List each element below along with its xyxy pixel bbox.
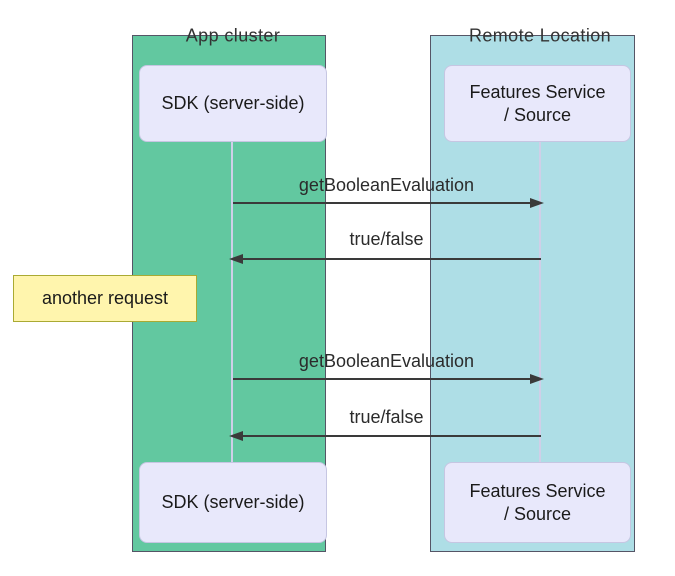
arrowhead-right-icon [530,198,544,208]
actor-sdk-top: SDK (server-side) [139,65,327,142]
arrowhead-left-icon [229,254,243,264]
sdk-lifeline [231,142,233,462]
actor-features-service-top-line2: / Source [503,104,572,125]
note-label: another request [41,288,169,308]
actor-features-service-bottom-line1: Features Service [469,480,606,501]
app-cluster-label: App cluster [185,25,281,46]
message-label-true-false-1: true/false [349,229,424,249]
message-arrow-right-1 [233,198,544,208]
actor-sdk-top-label: SDK (server-side) [161,93,305,113]
actor-sdk-bottom: SDK (server-side) [139,462,327,543]
actor-features-service-bottom: Features Service / Source [444,462,631,543]
message-arrow-left-1 [229,254,541,264]
message-arrow-left-2 [229,431,541,441]
message-label-get-boolean-evaluation-2: getBooleanEvaluation [298,351,475,371]
actor-features-service-top: Features Service / Source [444,65,631,142]
features-service-lifeline [539,142,541,462]
message-label-get-boolean-evaluation-1: getBooleanEvaluation [298,175,475,195]
actor-features-service-top-line1: Features Service [469,81,606,102]
note-another-request: another request [13,275,197,322]
actor-sdk-bottom-label: SDK (server-side) [161,492,305,512]
message-label-true-false-2: true/false [349,407,424,427]
actor-features-service-bottom-line2: / Source [503,503,572,524]
remote-location-label: Remote Location [468,25,612,46]
arrowhead-left-icon [229,431,243,441]
arrowhead-right-icon [530,374,544,384]
message-arrow-right-2 [233,374,544,384]
